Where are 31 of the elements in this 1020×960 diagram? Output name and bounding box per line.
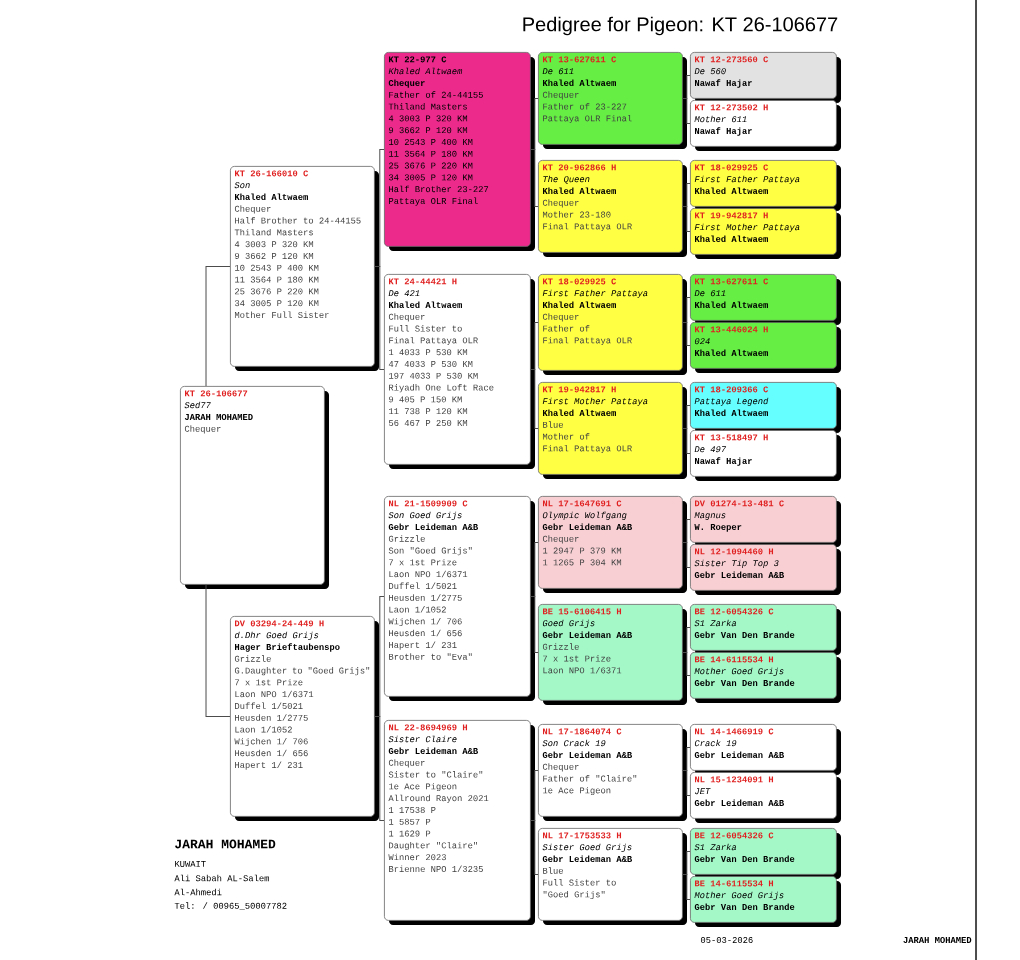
connector-line [682,769,691,796]
connector-line [682,296,691,323]
connector-line [530,368,539,429]
connector-line [682,850,691,875]
connector-line [374,265,385,370]
connector-line [682,182,691,207]
connector-line [530,819,539,875]
connector-line [530,541,539,597]
connector-line [374,148,385,267]
connector-line [682,518,691,543]
connector-line [682,321,691,346]
connector-line [374,715,385,821]
connector-line [682,746,691,771]
connector-line [682,873,691,900]
connector-line [682,404,691,429]
connector-line [205,265,231,387]
connector-line [682,427,691,454]
connector-line [682,626,691,653]
connector-line [682,74,691,99]
connector-line [530,148,539,207]
connector-line [374,595,385,717]
title: Pedigree for Pigeon: KT 26-106677 [523,16,838,36]
connector-line [530,769,539,821]
connector-line [682,651,691,676]
connector-line [682,97,691,124]
connector-line [682,541,691,568]
connector-line [530,321,539,370]
connector-line [530,97,539,150]
connector-line [530,595,539,653]
connector-line [205,584,231,717]
connector-line [682,205,691,232]
